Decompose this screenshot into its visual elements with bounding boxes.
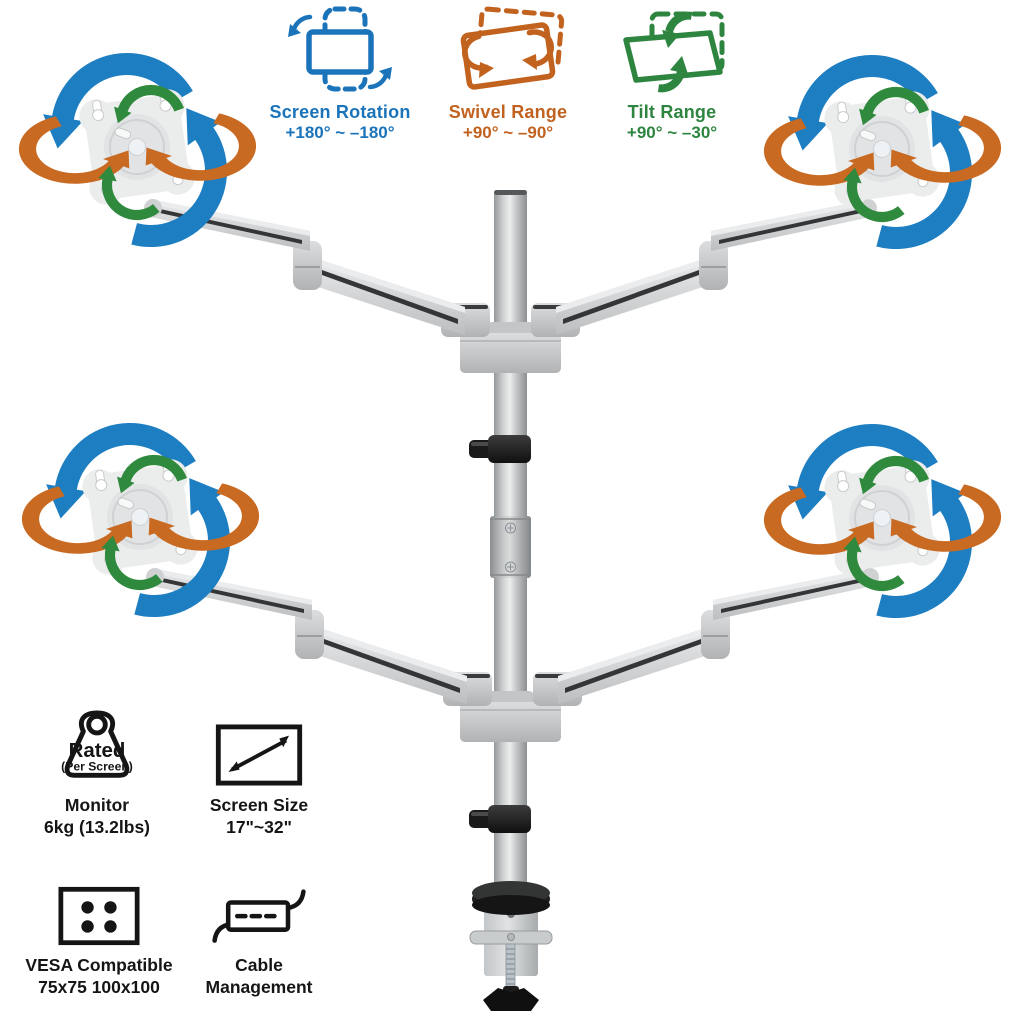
swivel-range-icon (460, 6, 565, 90)
desk-clamp (469, 881, 553, 1011)
feature-label-line2: 6kg (13.2lbs) (43, 817, 151, 837)
coupler-screw (505, 561, 516, 573)
feature-label-line2: Management (205, 977, 313, 997)
weight-rating-icon: Rated (Per Screen) (61, 710, 133, 778)
feature-cable-management: Cable Management (171, 886, 347, 998)
lower-lock-ring (469, 805, 531, 833)
clamp-screw-rod (505, 943, 516, 993)
feature-label: Screen Rotation (269, 102, 411, 122)
feature-label-line1: VESA Compatible (25, 955, 173, 975)
upper-lock-ring (469, 435, 531, 463)
cable-management-icon (212, 889, 306, 943)
weight-icon-text: Rated (69, 739, 126, 762)
feature-range: +90° ~ –90° (462, 123, 554, 142)
feature-label-line1: Cable (235, 955, 283, 975)
coupler-screw (505, 522, 516, 534)
feature-screen-size: Screen Size 17"~32" (171, 712, 347, 838)
feature-vesa-compatible: VESA Compatible 75x75 100x100 (11, 882, 187, 998)
feature-label-line2: 75x75 100x100 (38, 977, 160, 997)
feature-label-line1: Monitor (64, 795, 130, 815)
feature-range: +180° ~ –180° (285, 123, 395, 142)
pole-coupler (490, 516, 531, 578)
feature-label-line1: Screen Size (209, 795, 309, 815)
feature-range: +90° ~ –30° (626, 123, 718, 142)
feature-label: Tilt Range (627, 102, 717, 122)
feature-label-line2: 17"~32" (226, 817, 292, 837)
feature-monitor-weight: Rated (Per Screen) Monitor 6kg (13.2lbs) (9, 708, 185, 838)
feature-tilt-range: Tilt Range +90° ~ –30° (584, 2, 760, 143)
feature-label: Swivel Range (448, 102, 568, 122)
arm-bottom-right (532, 567, 880, 707)
screen-size-icon (215, 724, 303, 786)
screen-rotation-icon (288, 6, 392, 92)
clamp-knob (483, 986, 539, 1011)
feature-swivel-range: Swivel Range +90° ~ –90° (420, 2, 596, 143)
vesa-pattern-icon (58, 886, 140, 946)
weight-icon-caption: (Per Screen) (61, 759, 133, 773)
tilt-range-icon (623, 11, 725, 93)
feature-screen-rotation: Screen Rotation +180° ~ –180° (252, 2, 428, 143)
arm-top-right (530, 198, 878, 338)
